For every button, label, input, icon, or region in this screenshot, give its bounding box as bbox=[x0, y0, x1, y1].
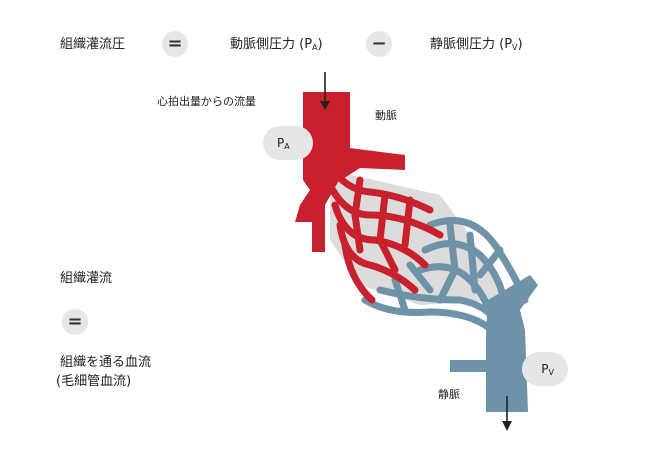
arterial-pressure-suffix: ) bbox=[317, 37, 323, 52]
inflow-arrow-head bbox=[320, 101, 330, 110]
tissue-perfusion-label: 組織灌流 bbox=[60, 271, 113, 286]
venous-pressure-subscript: V bbox=[512, 43, 518, 52]
venous-capillaries bbox=[361, 217, 529, 334]
pv-subscript: V bbox=[548, 368, 554, 377]
pv-letter: P bbox=[541, 362, 549, 376]
arterial-pressure-subscript: A bbox=[312, 43, 318, 52]
outflow-arrow-head bbox=[502, 421, 512, 431]
minus-icon: − bbox=[366, 31, 392, 57]
artery-label: 動脈 bbox=[375, 109, 397, 122]
inflow-label: 心拍出量からの流量 bbox=[157, 95, 256, 108]
arterial-pressure-badge: PA bbox=[263, 126, 313, 160]
artery-trunk bbox=[295, 92, 405, 252]
capillary-flow-label: (毛細管血流) bbox=[56, 374, 132, 389]
arterial-capillaries bbox=[326, 161, 444, 304]
venous-pressure-badge: PV bbox=[522, 352, 568, 386]
venous-pressure-suffix: ) bbox=[517, 37, 523, 52]
statement-equals-icon: = bbox=[62, 309, 88, 335]
venous-pressure-prefix: 静脈側圧力 (P bbox=[430, 37, 513, 52]
vein-trunk bbox=[450, 275, 538, 412]
pa-letter: P bbox=[277, 136, 285, 150]
equals-icon: = bbox=[162, 31, 188, 57]
tissue-perfusion-pressure-label: 組織灌流圧 bbox=[60, 37, 126, 52]
arterial-pressure-label: 動脈側圧力 (PA) bbox=[230, 38, 323, 52]
vein-label: 静脈 bbox=[438, 388, 460, 401]
arterial-pressure-prefix: 動脈側圧力 (P bbox=[230, 37, 313, 52]
pa-subscript: A bbox=[284, 142, 290, 151]
venous-pressure-label: 静脈側圧力 (PV) bbox=[430, 38, 523, 52]
tissue-blood-flow-label: 組織を通る血流 bbox=[60, 355, 152, 370]
